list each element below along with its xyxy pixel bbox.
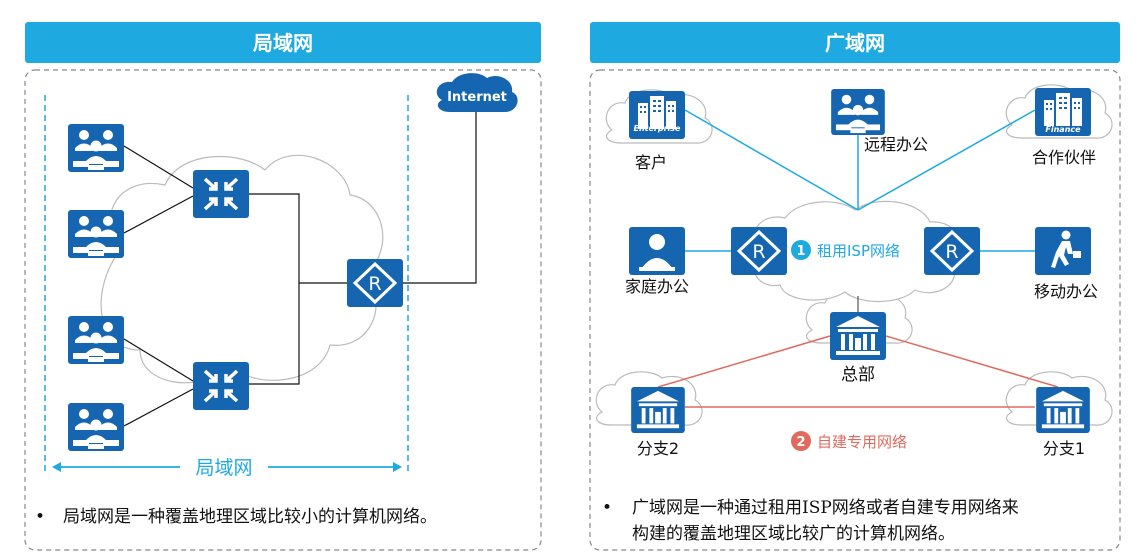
internet-cloud-icon	[436, 73, 518, 112]
isp-network-label: 租用ISP网络	[817, 242, 900, 260]
lan-description: 局域网是一种覆盖地理区域比较小的计算机网络。	[63, 507, 437, 527]
private-network-label: 自建专用网络	[817, 433, 907, 451]
wan-description-line1: 广域网是一种通过租用ISP网络或者自建专用网络来	[632, 498, 1019, 518]
user-group-icon	[68, 403, 124, 451]
home-office-label: 家庭办公	[625, 277, 689, 296]
enterprise-label: Enterprise	[634, 124, 682, 133]
wan-panel: 广域网 Enterprise	[589, 22, 1121, 551]
router-icon	[347, 259, 403, 307]
lan-frame	[24, 69, 542, 551]
wan-header-title: 广域网	[825, 31, 885, 55]
isp-links	[684, 109, 1036, 252]
remote-office-label: 远程办公	[864, 135, 928, 154]
router-icon	[924, 227, 980, 275]
branch2-label: 分支2	[637, 439, 679, 458]
private-badge-number: 2	[796, 435, 805, 450]
home-office-person-icon	[629, 227, 685, 275]
lan-header-title: 局域网	[252, 31, 313, 55]
remote-office-users-icon	[831, 89, 885, 135]
lan-bullet-dot: •	[35, 507, 45, 527]
router-icon	[731, 227, 787, 275]
branch1-label: 分支1	[1043, 439, 1085, 458]
mobile-office-label: 移动办公	[1034, 282, 1098, 301]
isp-badge	[791, 240, 811, 260]
mobile-office-walker-icon	[1035, 227, 1091, 275]
lan-span-arrowhead-right	[393, 462, 402, 472]
internet-label: Internet	[447, 90, 507, 105]
isp-badge-number: 1	[796, 244, 805, 259]
lan-span-label: 局域网	[195, 457, 252, 479]
private-links	[657, 335, 1059, 408]
wan-frame	[589, 69, 1121, 551]
wan-description-line2: 构建的覆盖地理区域比较广的计算机网络。	[632, 524, 955, 544]
branch1-bank-icon	[1036, 387, 1090, 433]
private-badge	[791, 431, 811, 451]
lan-panel: 局域网 Internet 局域网	[24, 22, 542, 551]
hq-label: 总部	[841, 365, 875, 385]
user-group-icon	[68, 210, 124, 258]
switch-icon	[193, 362, 249, 410]
lan-header-bar	[25, 22, 541, 63]
wan-header-bar	[590, 22, 1120, 63]
user-group-icon	[68, 124, 124, 172]
customer-label: 客户	[635, 153, 667, 172]
switch-icon	[193, 170, 249, 218]
finance-label: Finance	[1045, 125, 1081, 134]
lan-links	[123, 112, 477, 427]
wan-bullet-dot: •	[602, 498, 612, 518]
user-group-icon	[68, 316, 124, 364]
partner-label: 合作伙伴	[1032, 148, 1096, 167]
hq-bank-icon	[830, 312, 886, 360]
lan-span-arrowhead-left	[52, 462, 61, 472]
branch2-bank-icon	[631, 387, 685, 433]
